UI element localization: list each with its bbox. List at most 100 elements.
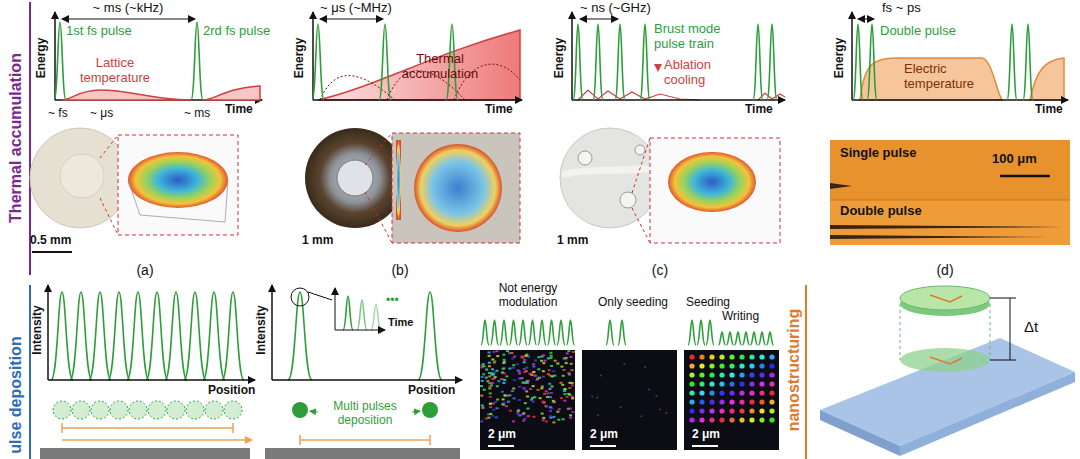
pixel — [487, 417, 490, 419]
pixel — [564, 393, 567, 395]
pulse — [165, 292, 187, 380]
pixel — [532, 371, 535, 373]
label: Time — [225, 103, 253, 117]
plot-d — [852, 12, 1068, 100]
pixel — [523, 359, 526, 361]
pixel — [563, 390, 566, 392]
pixel — [482, 373, 485, 375]
sample-photo-b — [305, 128, 520, 243]
pulse — [640, 24, 650, 100]
dot — [709, 417, 714, 422]
pixel — [491, 382, 494, 384]
pulse — [688, 320, 696, 345]
pixel — [533, 416, 536, 418]
pulse — [867, 24, 877, 100]
dot — [749, 372, 754, 377]
label: ulse deposition — [7, 336, 25, 453]
plot-b — [313, 12, 522, 100]
label: Electric temperature — [904, 62, 994, 92]
pixel — [488, 375, 491, 377]
label: (c) — [652, 262, 668, 278]
pixel — [496, 385, 499, 387]
dot — [749, 399, 754, 404]
pulse — [767, 332, 774, 345]
pulse — [548, 320, 556, 345]
dot — [769, 417, 774, 422]
pixel — [494, 376, 497, 378]
pixel — [495, 350, 498, 352]
dot — [739, 399, 744, 404]
pixel — [502, 368, 505, 370]
pixel — [485, 377, 488, 379]
label: Δt — [1024, 318, 1038, 335]
pixel — [485, 369, 488, 371]
pixel — [485, 418, 488, 420]
pixel — [496, 355, 499, 357]
dot — [709, 399, 714, 404]
dot — [739, 390, 744, 395]
pixel — [489, 392, 492, 394]
dot — [759, 381, 764, 386]
dot — [729, 354, 734, 359]
pixel — [552, 416, 555, 418]
pixel — [547, 373, 550, 375]
pixel — [518, 399, 521, 401]
pixel — [567, 393, 570, 395]
pixel — [492, 373, 495, 375]
dot — [719, 363, 724, 368]
pixel — [491, 368, 494, 370]
sample-photo-d — [830, 140, 1070, 245]
pixel — [489, 413, 492, 415]
pulse — [312, 24, 324, 100]
pixel — [508, 368, 511, 370]
dot — [749, 417, 754, 422]
label: 100 μm — [992, 152, 1037, 167]
pulse-deposition-1 — [40, 285, 255, 459]
pixel — [539, 397, 542, 399]
dot — [719, 408, 724, 413]
pixel — [547, 357, 550, 359]
dot — [759, 372, 764, 377]
label: Thermal accumulation — [400, 52, 480, 82]
pixel — [521, 355, 524, 357]
pixel — [503, 359, 506, 361]
pixel — [549, 415, 552, 417]
pixel — [488, 362, 491, 364]
dot — [729, 372, 734, 377]
pixel — [568, 382, 571, 384]
pulse — [735, 332, 742, 345]
plot-c — [572, 12, 785, 100]
pixel — [496, 399, 499, 401]
pixel — [538, 377, 541, 379]
dot — [749, 363, 754, 368]
pixel — [502, 402, 505, 404]
pulse — [1023, 24, 1033, 100]
pixel — [533, 396, 536, 398]
pixel — [481, 407, 484, 409]
dot — [769, 408, 774, 413]
pixel — [532, 366, 535, 368]
dot — [689, 417, 694, 422]
pixel — [564, 358, 567, 360]
pixel — [560, 382, 563, 384]
pulse — [127, 292, 149, 380]
dot — [739, 408, 744, 413]
nanostructuring-sketch — [820, 286, 1075, 456]
pixel — [516, 363, 519, 365]
pixel — [493, 371, 496, 373]
pulse — [1007, 24, 1017, 100]
ellipsis-dots: ••• — [386, 293, 399, 307]
pixel — [496, 407, 499, 409]
pixel — [492, 409, 495, 411]
pixel — [553, 375, 556, 377]
pixel — [489, 406, 492, 408]
pixel — [550, 357, 553, 359]
dot — [709, 390, 714, 395]
pixel — [571, 397, 574, 399]
pulse — [357, 300, 367, 330]
pixel — [482, 365, 485, 367]
pixel — [507, 401, 510, 403]
dot — [739, 354, 744, 359]
label: Single pulse — [840, 146, 917, 161]
dot — [699, 363, 704, 368]
